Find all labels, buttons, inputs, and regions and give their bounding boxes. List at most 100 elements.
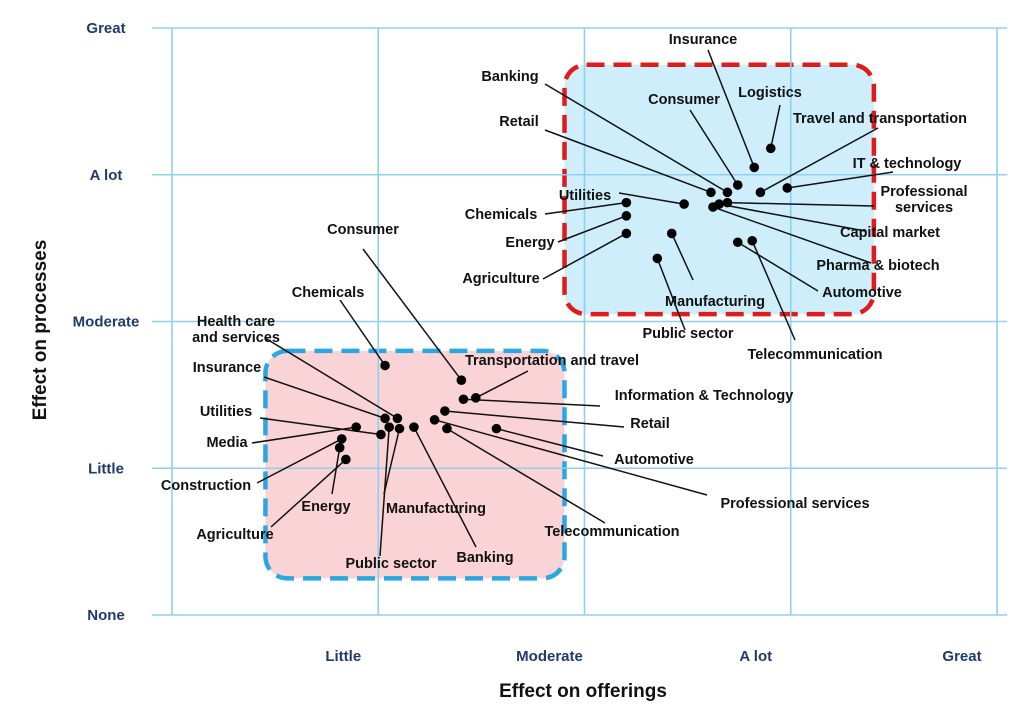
point-label: Agriculture [462,271,539,287]
point-label: Professional services [720,496,869,512]
point-label: Banking [456,550,513,566]
leader-line [544,83,728,194]
data-point [755,187,766,198]
points-layer [334,143,793,465]
leader-line [413,426,477,548]
x-tick-label: Moderate [516,648,583,665]
point-label: Transportation and travel [465,353,639,369]
y-tick-label: Little [88,460,124,477]
point-label: Pharma & biotech [816,258,939,274]
point-label: Automotive [614,452,694,468]
point-label: Logistics [738,85,802,101]
data-point [429,415,440,425]
data-point [749,162,760,173]
point-label: Insurance [669,32,738,48]
leader-line [475,370,529,399]
point-label: Consumer [327,222,399,238]
data-point [652,253,663,264]
data-point [394,423,405,434]
data-point [747,235,757,246]
point-label: Energy [301,499,350,515]
leader-line [446,427,606,524]
leader-line [362,248,462,381]
data-point [458,394,469,405]
leader-line [383,428,401,495]
data-point [621,197,632,208]
point-label: Chemicals [465,207,538,223]
point-label: Manufacturing [665,294,765,310]
leader-line [751,240,796,341]
region-high [562,62,877,317]
leader-line [251,426,357,444]
point-label: Telecommunication [544,524,679,540]
point-label: Energy [505,235,554,251]
leader-line [737,241,819,292]
leader-line [656,258,686,331]
data-point [380,360,390,371]
leader-line [444,410,625,428]
point-label: Travel and transportation [793,111,967,127]
leader-line [671,233,694,281]
y-tick-label: A lot [90,167,123,184]
point-label: IT & technology [853,156,962,172]
leader-line [727,201,875,207]
leader-line [331,447,341,495]
data-point [409,422,419,432]
leader-line [496,427,604,457]
point-label: Utilities [200,404,252,420]
region-low [263,348,567,581]
leader-line [463,398,601,407]
point-label: Retail [499,114,539,130]
leader-line [544,129,712,194]
point-label: Consumer [648,92,720,108]
x-tick-label: Little [325,648,361,665]
data-point [782,183,793,193]
leader-line [618,192,685,205]
data-point [351,422,361,432]
data-point [380,413,390,424]
point-label: Banking [481,69,538,85]
y-tick-label: None [87,607,125,624]
data-point [722,187,733,198]
grid-layer [152,27,1007,616]
point-label: Retail [630,416,670,432]
leader-line [712,206,872,264]
leader-line [256,438,343,484]
data-point [491,423,502,434]
y-axis-title: Effect on processes [30,240,51,421]
data-point [376,429,386,440]
data-point [732,180,743,190]
point-label: Manufacturing [386,501,486,517]
leader-line [689,109,739,186]
point-label: Construction [161,478,251,494]
data-point [765,143,776,154]
data-point [384,422,394,432]
point-label: Utilities [559,188,611,204]
data-point [666,228,677,239]
x-tick-label: Great [942,648,981,665]
point-label: Automotive [822,285,902,301]
leader-line [787,171,894,189]
data-point [679,199,689,209]
point-label: Information & Technology [615,388,794,404]
leader-line [259,417,382,436]
data-point [392,413,403,424]
y-tick-label: Moderate [73,314,140,331]
data-point [621,211,632,221]
point-label: Capital market [840,225,940,241]
region-layer [263,62,877,581]
x-tick-label: A lot [739,648,772,665]
leader-layer [251,49,894,557]
data-point [336,434,347,444]
leader-line [264,337,398,419]
data-point [732,237,743,248]
leader-line [770,104,781,149]
leader-line [542,232,627,280]
leader-line [707,49,755,168]
leader-line [339,299,386,366]
